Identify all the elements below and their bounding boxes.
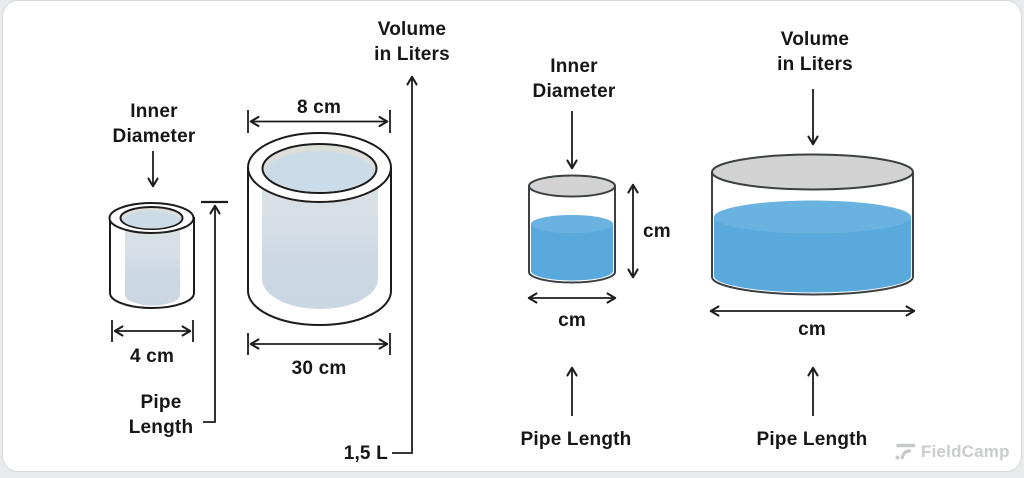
- left-big-pipe-3d: [247, 132, 392, 326]
- big-pipe-liquid: [262, 175, 378, 309]
- right-small-cylinder: [528, 174, 616, 284]
- right-small-liquid: [531, 224, 613, 281]
- right-small-lid: [528, 174, 616, 198]
- pipe-length-label-right-big: Pipe Length: [756, 429, 868, 450]
- inner-diameter-label-right: Inner Diameter: [532, 56, 616, 102]
- pipe-length-label-right-small: Pipe Length: [520, 429, 632, 450]
- right-big-cylinder: [711, 153, 914, 296]
- volume-header-left: Volume in Liters: [374, 19, 450, 65]
- volume-indicator-line: [392, 75, 418, 454]
- right-big-liquid-surface: [714, 200, 911, 234]
- big-width-cm-label: cm: [798, 319, 826, 340]
- right-dimension-lines: [527, 89, 916, 416]
- inner-diameter-label-left: Inner Diameter: [112, 101, 196, 147]
- left-small-pipe-3d: [108, 202, 195, 309]
- small-width-cm-label: cm: [558, 310, 586, 331]
- right-big-body-outline: [711, 172, 914, 296]
- pipe-length-label-left: Pipe Length: [128, 392, 194, 438]
- pipe-length-indicator-line: [203, 204, 221, 423]
- height-cm-label: cm: [643, 221, 671, 242]
- small-pipe-liquid-surface: [121, 211, 182, 229]
- dim-30cm-label: 30 cm: [291, 358, 347, 379]
- right-small-body-outline: [528, 186, 616, 284]
- volume-value-label: 1,5 L: [343, 443, 388, 464]
- small-pipe-liquid: [125, 220, 180, 306]
- left-dimension-lines: [111, 75, 418, 454]
- fieldcamp-logo-icon: [895, 443, 916, 460]
- dim-8cm-label: 8 cm: [296, 97, 342, 118]
- dim-4cm-label: 4 cm: [129, 346, 175, 367]
- right-small-liquid-surface: [531, 215, 613, 233]
- fieldcamp-brand-text: FieldCamp: [921, 442, 1010, 461]
- right-big-lid: [711, 153, 914, 191]
- right-big-liquid: [714, 217, 911, 293]
- volume-header-right: Volume in Liters: [777, 29, 853, 75]
- big-pipe-liquid-surface: [264, 151, 375, 192]
